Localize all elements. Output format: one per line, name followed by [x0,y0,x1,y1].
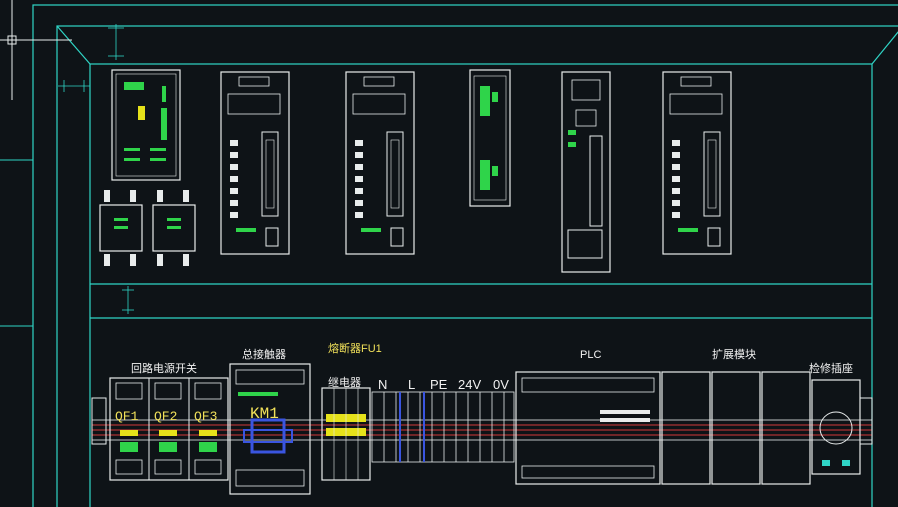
label-terminal-0v: 0V [493,377,509,392]
cabinet-frame [32,4,898,507]
expansion-modules [661,371,811,485]
sheet-border [0,159,33,327]
label-plc: PLC [580,349,601,361]
label-terminal-24v: 24V [458,377,481,392]
plc-unit [515,371,661,485]
label-km1: KM1 [250,405,279,423]
label-terminal-pe: PE [430,377,448,392]
filter-block-left [99,190,143,266]
inverter-drive [111,69,181,181]
drawing-labels: 回路电源开关 总接触器 熔断器FU1 继电器 N L PE 24V 0V PLC… [115,341,853,424]
stepper-driver [469,69,511,207]
power-module [561,71,611,273]
label-breakers-group: 回路电源开关 [131,361,197,375]
label-relay-group: 继电器 [328,376,361,389]
label-contactor-group: 总接触器 [242,347,286,361]
label-terminal-n: N [378,377,387,392]
maintenance-socket [811,379,861,475]
main-contactor [229,363,311,495]
label-qf2: QF2 [154,409,177,424]
crosshair-cursor-icon [0,0,72,100]
servo-drive-1 [220,71,290,255]
fuse-relay-block [321,387,371,481]
terminal-blocks [371,391,515,463]
label-terminal-l: L [408,377,415,392]
din-rail [91,397,873,445]
servo-drive-2 [345,71,415,255]
dimension-marks [58,24,134,314]
circuit-breakers [109,377,229,481]
label-socket: 检修插座 [809,361,853,375]
label-qf1: QF1 [115,409,139,424]
servo-drive-3 [662,71,732,255]
label-expansion: 扩展模块 [712,347,756,361]
label-fuse-group: 熔断器FU1 [328,341,382,355]
filter-block-right [152,190,196,266]
label-qf3: QF3 [194,409,217,424]
